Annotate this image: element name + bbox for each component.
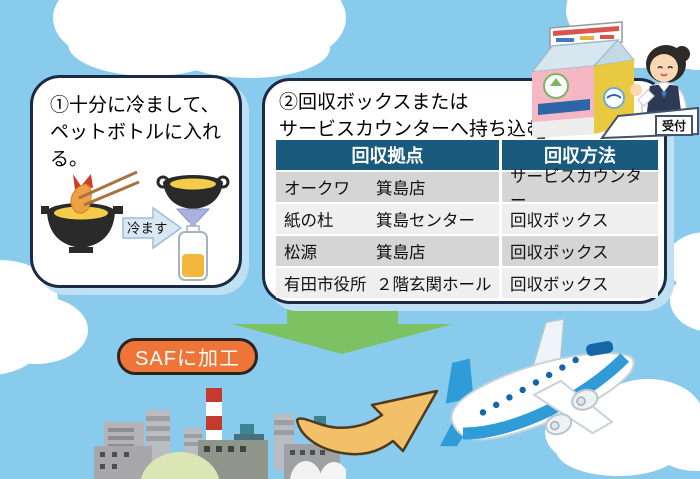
site-method: 回収ボックス bbox=[502, 204, 658, 234]
site-name: 紙の杜 bbox=[284, 212, 334, 230]
step1-title: ①十分に冷まして、 ペットボトルに入れる。 bbox=[33, 78, 239, 174]
site-branch: 箕島センター bbox=[376, 212, 475, 230]
airplane-illustration bbox=[439, 318, 635, 447]
saf-label-text: SAFに加工 bbox=[135, 348, 240, 370]
step2-title-line1: ②回収ボックスまたは bbox=[279, 92, 469, 113]
cloud-bottom-right bbox=[545, 379, 700, 476]
cloud-top bbox=[53, 0, 346, 78]
pot-icon bbox=[41, 203, 123, 253]
table-row: 紙の杜 箕島センター 回収ボックス bbox=[276, 204, 658, 234]
collection-table: 回収拠点 回収方法 オークワ 箕島店 サービスカウンター 紙の杜 箕島センター … bbox=[276, 140, 658, 298]
green-down-arrow bbox=[232, 300, 453, 354]
site-method: 回収ボックス bbox=[502, 236, 658, 266]
site-name: オークワ bbox=[284, 180, 350, 198]
reception-sign-label: 受付 bbox=[662, 118, 686, 133]
pour-bottle-icon bbox=[156, 175, 230, 281]
step1-title-line2: ペットボトルに入れる。 bbox=[50, 121, 222, 170]
receptionist-illustration: 受付 bbox=[600, 45, 699, 140]
cloud-right-middle bbox=[666, 232, 700, 331]
saf-label-pill: SAFに加工 bbox=[117, 338, 258, 375]
cloud-left-middle bbox=[0, 260, 88, 375]
site-name: 有田市役所 bbox=[284, 276, 367, 294]
reception-counter: 受付 bbox=[600, 106, 699, 140]
site-branch: ２階玄関ホール bbox=[376, 276, 492, 294]
step2-title: ②回収ボックスまたは サービスカウンターへ持ち込む。 bbox=[265, 81, 664, 144]
table-header-row: 回収拠点 回収方法 bbox=[276, 140, 658, 170]
cooling-illustration: 冷ます bbox=[41, 170, 230, 281]
plane-engines bbox=[544, 388, 599, 436]
site-branch: 箕島店 bbox=[376, 244, 426, 262]
orange-curved-arrow bbox=[295, 389, 439, 456]
step2-title-line2: サービスカウンターへ持ち込む。 bbox=[279, 118, 565, 140]
shrimp-icon bbox=[70, 170, 140, 214]
table-row: 有田市役所 ２階玄関ホール 回収ボックス bbox=[276, 268, 658, 298]
step2-box: ②回収ボックスまたは サービスカウンターへ持ち込む。 回収拠点 回収方法 オーク… bbox=[262, 78, 667, 304]
cool-arrow: 冷ます bbox=[122, 206, 183, 250]
cool-arrow-label: 冷ます bbox=[127, 221, 168, 236]
site-method: サービスカウンター bbox=[502, 168, 658, 210]
site-branch: 箕島店 bbox=[376, 180, 426, 198]
header-site: 回収拠点 bbox=[276, 140, 502, 170]
site-method: 回収ボックス bbox=[502, 268, 658, 298]
table-row: オークワ 箕島店 サービスカウンター bbox=[276, 168, 658, 210]
site-name: 松源 bbox=[284, 244, 317, 262]
table-row: 松源 箕島店 回収ボックス bbox=[276, 236, 658, 266]
step1-box: ①十分に冷まして、 ペットボトルに入れる。 bbox=[30, 75, 242, 288]
header-method: 回収方法 bbox=[502, 140, 658, 170]
step1-title-line1: ①十分に冷まして、 bbox=[50, 95, 220, 116]
